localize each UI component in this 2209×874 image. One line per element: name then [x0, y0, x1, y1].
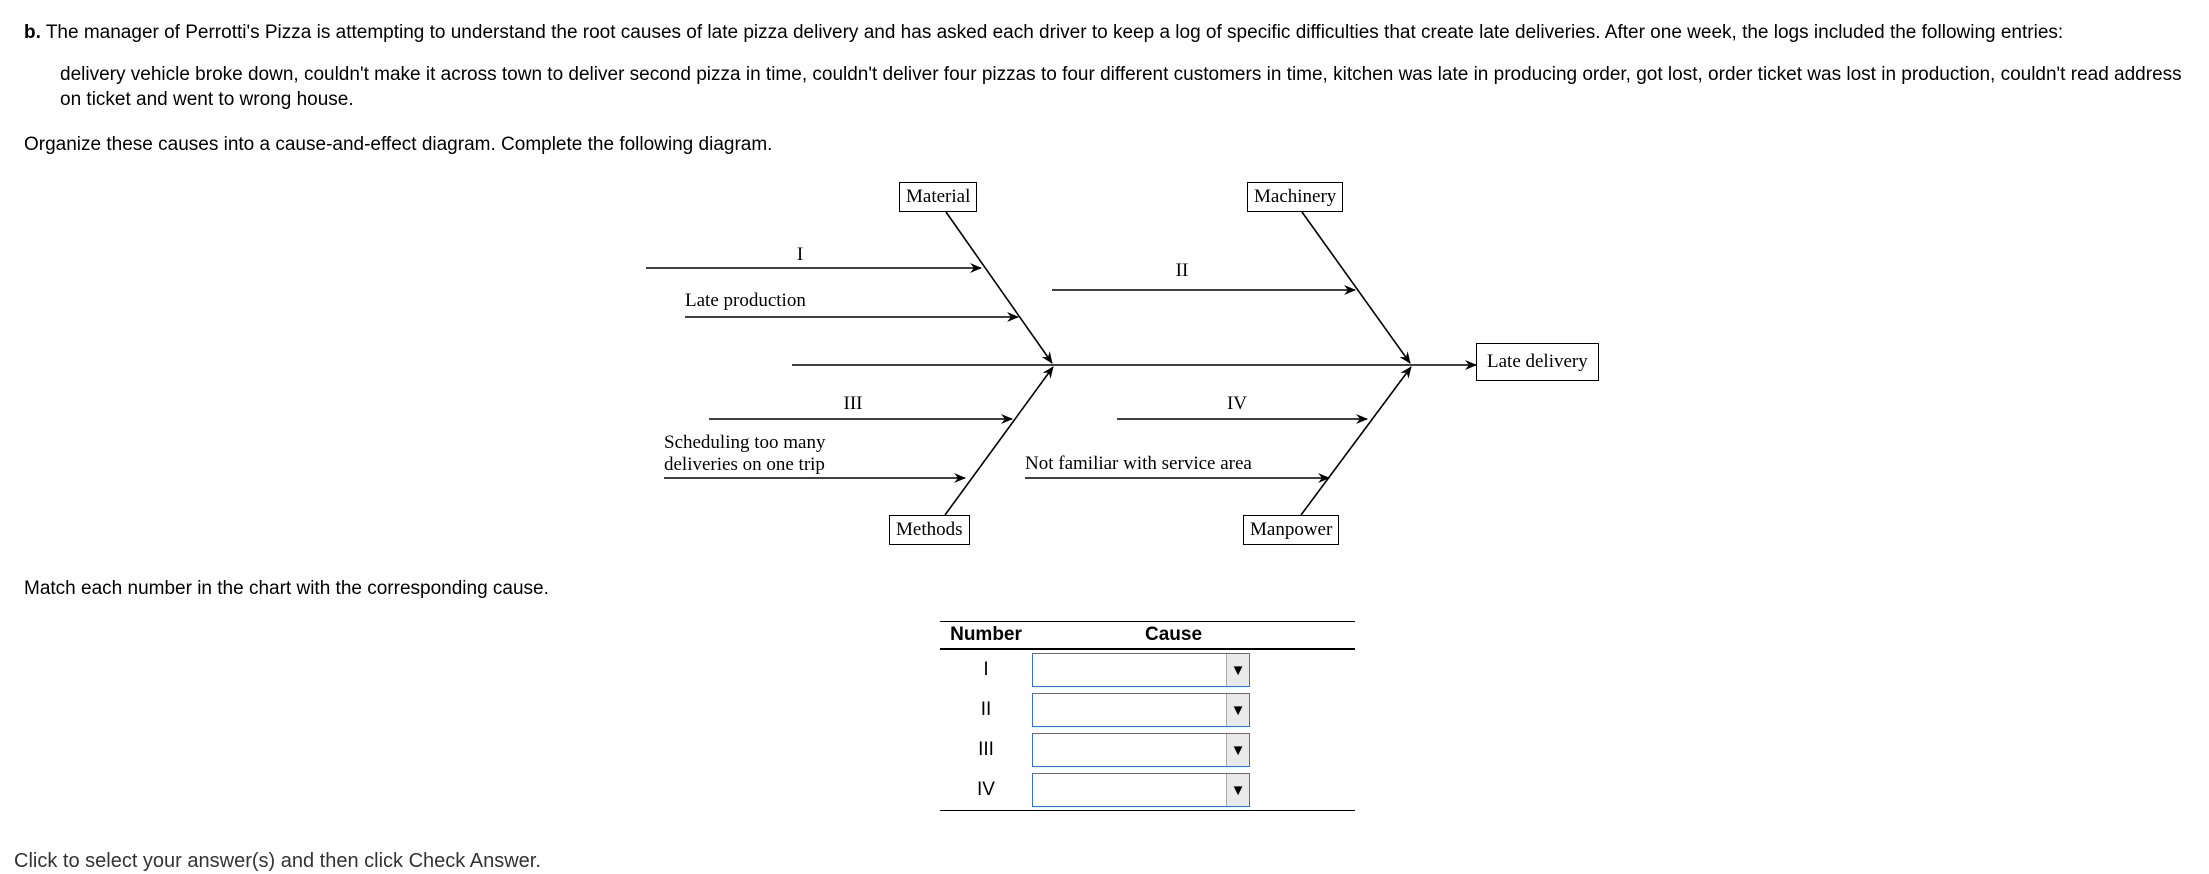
part-label: b. — [24, 22, 41, 43]
label-ii: II — [1176, 260, 1189, 281]
problem-intro: The manager of Perrotti's Pizza is attem… — [40, 22, 2064, 43]
row-number: II — [980, 699, 992, 720]
problem-statement: b. The manager of Perrotti's Pizza is at… — [24, 20, 2189, 46]
triangle-down-icon[interactable]: ▼ — [1226, 774, 1249, 806]
triangle-down-icon[interactable]: ▼ — [1226, 694, 1249, 726]
cause-cell: ▼ — [1032, 690, 1355, 730]
cause-cell: ▼ — [1032, 649, 1355, 690]
triangle-down-icon[interactable]: ▼ — [1226, 654, 1249, 686]
match-table: Number Cause I ▼ II ▼ III — [940, 621, 1355, 811]
cause-cell: ▼ — [1032, 770, 1355, 811]
label-not-familiar: Not familiar with service area — [1025, 453, 1252, 474]
category-material: Material — [899, 182, 978, 212]
methods-bone — [944, 366, 1054, 516]
header-cause: Cause — [1032, 621, 1355, 650]
table-row: IV ▼ — [940, 770, 1355, 811]
diagram-instruction: Organize these causes into a cause-and-e… — [24, 134, 773, 155]
label-iii: III — [844, 393, 863, 414]
category-methods: Methods — [889, 515, 970, 545]
machinery-bone — [1301, 211, 1411, 364]
header-number: Number — [940, 621, 1032, 650]
label-late-production: Late production — [685, 290, 806, 311]
cause-select-iv[interactable]: ▼ — [1032, 773, 1250, 807]
table-row: III ▼ — [940, 730, 1355, 770]
label-iv: IV — [1227, 393, 1247, 414]
row-number: I — [983, 659, 989, 680]
label-scheduling-1: Scheduling too many — [664, 432, 826, 453]
row-number: III — [978, 739, 994, 760]
cause-select-iii[interactable]: ▼ — [1032, 733, 1250, 767]
material-bone — [945, 211, 1053, 364]
cause-select-ii[interactable]: ▼ — [1032, 693, 1250, 727]
category-machinery: Machinery — [1247, 182, 1344, 212]
effect-box: Late delivery — [1476, 343, 1599, 381]
match-instruction: Match each number in the chart with the … — [24, 578, 549, 599]
label-scheduling-2: deliveries on one trip — [664, 454, 825, 475]
row-number: IV — [977, 779, 995, 800]
cause-select-i[interactable]: ▼ — [1032, 653, 1250, 687]
label-i: I — [797, 244, 803, 265]
footer-instruction: Click to select your answer(s) and then … — [14, 850, 541, 872]
match-table-header: Number Cause — [940, 621, 1355, 650]
cause-cell: ▼ — [1032, 730, 1355, 770]
triangle-down-icon[interactable]: ▼ — [1226, 734, 1249, 766]
category-manpower: Manpower — [1243, 515, 1340, 545]
manpower-bone — [1300, 366, 1412, 516]
log-entries: delivery vehicle broke down, couldn't ma… — [60, 64, 2182, 110]
table-row: II ▼ — [940, 690, 1355, 730]
table-row: I ▼ — [940, 649, 1355, 690]
